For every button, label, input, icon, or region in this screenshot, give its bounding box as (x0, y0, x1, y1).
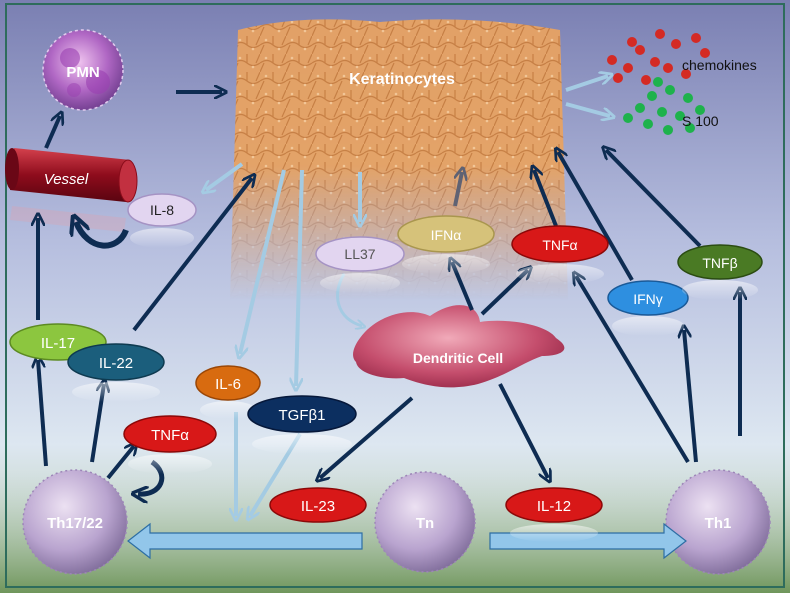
arrow-keratinocytes-to-tgfb1 (296, 169, 304, 386)
arrow-keratinocytes-to-il8 (206, 162, 244, 190)
arrow-th17-to-il17 (38, 360, 48, 467)
arrow-dc-to-il12 (498, 383, 548, 478)
tnfb-label: TNFβ (702, 255, 737, 271)
th17-cell (22, 469, 128, 575)
ifna-label: IFNα (431, 227, 462, 243)
cytokine-ifng: IFNγ (607, 280, 689, 336)
arrow-ifna-to-keratinocytes (453, 172, 462, 207)
dark-arrows (38, 92, 740, 478)
il22-label: IL-22 (99, 355, 133, 372)
dendritic-cell-label: Dendritic Cell (413, 350, 503, 366)
cytokine-tgfb1: TGFβ1 (247, 395, 357, 454)
cytokine-il8: IL-8 (127, 193, 197, 248)
arrow-tnfb-to-keratinocytes (606, 150, 702, 248)
pmn-cell (42, 29, 124, 111)
cytokine-tnfb: TNFβ (677, 244, 763, 300)
cytokine-ifna: IFNα (397, 215, 495, 274)
tnfa-bottom-label: TNFα (151, 427, 189, 444)
tgfb1-label: TGFβ1 (279, 407, 326, 424)
ifng-label: IFNγ (633, 291, 663, 307)
s100-label: S 100 (682, 113, 719, 129)
il12-label: IL-12 (537, 498, 571, 515)
pmn-label: PMN (66, 64, 99, 81)
il23-label: IL-23 (301, 498, 335, 515)
arrow-il22-to-keratinocytes (132, 178, 252, 332)
tn-cell (374, 471, 476, 573)
block-arrow-left (127, 522, 363, 560)
ll37-label: LL37 (344, 246, 375, 262)
cytokine-il23: IL-23 (269, 487, 367, 523)
curved-arrow-il8-to-vessel (76, 222, 129, 249)
cytokine-il6: IL-6 (195, 365, 261, 419)
arrow-ifng-to-keratinocytes (558, 152, 634, 282)
s100-dots (623, 77, 705, 135)
il6-label: IL-6 (215, 376, 241, 393)
light-arrows (206, 76, 610, 516)
cytokine-tnfa-bottom: TNFα (123, 415, 217, 474)
arrow-th1-to-ifng (684, 330, 698, 463)
arrow-vessel-to-pmn (44, 116, 60, 149)
arrow-dc-to-il23 (320, 396, 414, 478)
cytokine-ll37: LL37 (315, 236, 405, 293)
arrow-to-s100 (565, 102, 610, 116)
frame-border (5, 3, 785, 588)
keratinocytes-label: Keratinocytes (349, 71, 455, 88)
vessel-label: Vessel (44, 171, 89, 188)
chemokines-label: chemokines (682, 57, 757, 73)
th1-label: Th1 (705, 515, 732, 532)
tnfa-top-label: TNFα (542, 237, 577, 253)
cytokine-tnfa-top: TNFα (511, 225, 609, 284)
arrow-to-chemokines (565, 76, 608, 92)
tn-label: Tn (416, 515, 434, 532)
arrow-th17-to-tnfa (106, 446, 134, 480)
vessel (5, 148, 138, 232)
cytokine-il12: IL-12 (505, 487, 603, 542)
arrow-th1-to-tnfa (576, 276, 690, 464)
arrow-tnfa-to-keratinocytes (534, 170, 558, 227)
cytokine-il22: IL-22 (67, 343, 165, 402)
il8-label: IL-8 (150, 202, 174, 218)
th17-label: Th17/22 (47, 515, 103, 532)
chemokine-dots (607, 29, 710, 85)
il17-label: IL-17 (41, 335, 75, 352)
arrow-keratinocytes-to-il6 (240, 169, 286, 354)
dendritic-cell (353, 305, 565, 388)
th1-cell (665, 469, 771, 575)
block-arrow-right (489, 522, 687, 560)
